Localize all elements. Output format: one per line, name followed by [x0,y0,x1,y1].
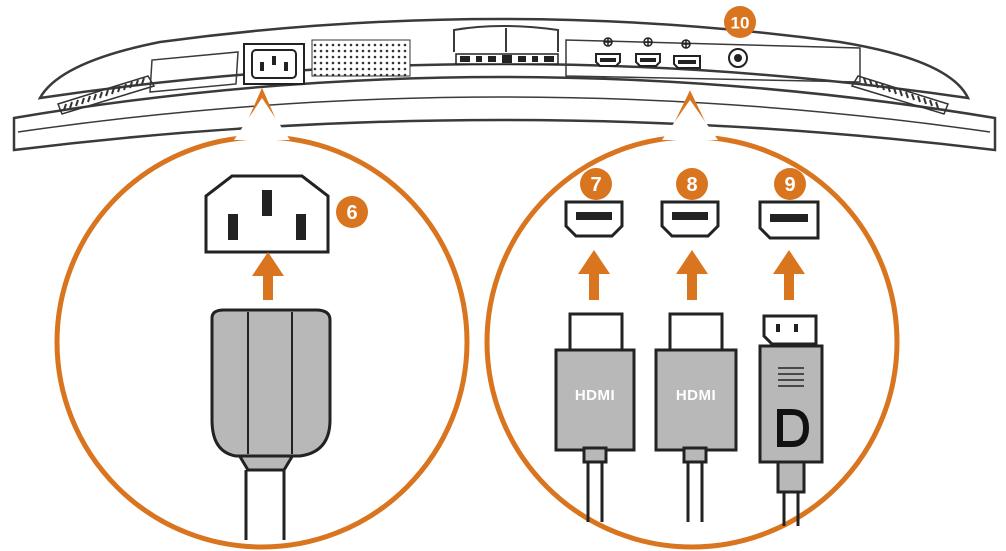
svg-text:7: 7 [590,174,601,196]
audio-jack-icon [728,48,748,68]
hdmi-port-2-on-monitor [635,37,661,67]
ac-power-plug-icon [210,308,332,540]
hdmi-cable-icon: HDMI [554,312,636,522]
center-vent-grille [311,39,411,77]
callout-badge-power: 6 [336,196,368,228]
hdmi-logo: HDMI [676,387,716,404]
monitor-rear-panel [12,17,997,152]
hdmi-port-1-on-monitor [595,37,621,67]
power-inlet-on-monitor [243,43,305,85]
right-vent-grille [850,75,949,115]
arrow-up-icon [578,250,610,300]
callout-badge-displayport: 9 [774,168,806,200]
svg-text:10: 10 [731,14,750,33]
hdmi-port-icon [660,200,720,238]
left-vent-grille [57,75,156,115]
svg-text:6: 6 [346,202,357,224]
ac-power-socket-icon [204,174,330,254]
arrow-up-icon [252,252,284,300]
callout-badge-audio: 10 [724,6,756,38]
displayport-port-icon [758,200,820,240]
displayport-on-monitor [673,39,701,69]
displayport-cable-icon: D [758,314,824,526]
arrow-up-icon [773,250,805,300]
hdmi-port-icon [564,200,624,238]
hdmi-logo: HDMI [575,387,615,404]
arrow-up-icon [676,250,708,300]
svg-text:8: 8 [686,174,697,196]
callout-badge-hdmi-2: 8 [676,168,708,200]
stand-mount [453,25,559,65]
hdmi-cable-icon: HDMI [654,312,738,522]
svg-text:9: 9 [784,174,795,196]
callout-badge-hdmi-1: 7 [580,168,612,200]
